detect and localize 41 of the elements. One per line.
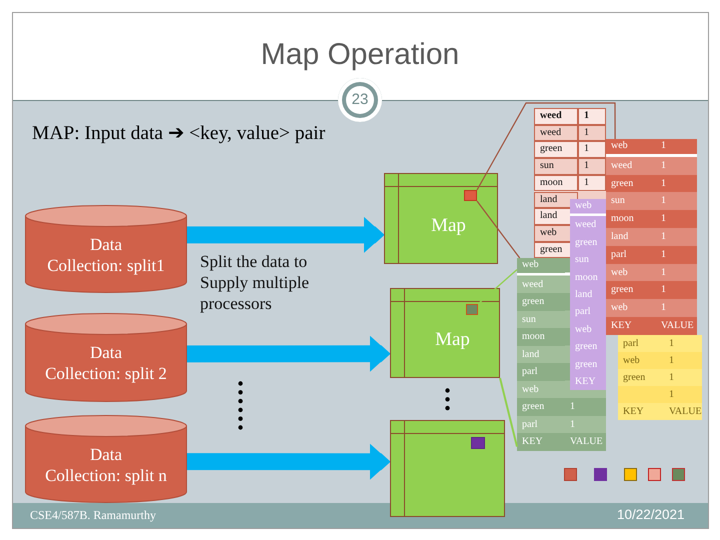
data-table	[618, 335, 702, 420]
table-cell: web	[606, 264, 656, 282]
block-arrow	[187, 216, 384, 253]
connector-line	[478, 269, 518, 304]
process-box	[384, 173, 498, 264]
table-cell: 1	[578, 124, 606, 142]
footer-text: CSE4/587B. Ramamurthy	[30, 508, 156, 523]
marker-icon	[466, 304, 478, 315]
table-cell: weed	[534, 124, 578, 142]
cylinder-label: Data Collection: split1	[47, 234, 165, 276]
connector-line	[499, 378, 518, 447]
table-cell: weed	[534, 108, 578, 125]
table-cell: 1	[578, 141, 606, 158]
block-arrow	[187, 336, 390, 372]
connector-line	[476, 102, 616, 190]
table-cell: 1	[656, 264, 697, 282]
box-label: Map	[431, 214, 466, 236]
description-text: Split the data to Supply multiple processors	[200, 251, 310, 314]
table-cell: 1	[578, 108, 606, 125]
block-arrow	[187, 444, 390, 480]
marker-icon	[464, 190, 477, 201]
process-box	[390, 420, 505, 517]
connector-line	[476, 200, 520, 258]
table-cell: 1	[578, 158, 606, 175]
table-cell: moon	[534, 174, 578, 192]
table-cell: green	[534, 141, 578, 158]
process-box	[390, 288, 500, 378]
data-table	[606, 139, 697, 335]
cylinder-label: Data Collection: split n	[45, 444, 167, 486]
table-cell: green	[606, 174, 656, 192]
box-label: Map	[435, 329, 470, 351]
table-cell: sun	[534, 158, 578, 175]
slide-number: 23	[338, 78, 382, 122]
slide-title: Map Operation	[260, 37, 460, 72]
table-cell: 1	[656, 174, 697, 192]
subtitle-text: MAP: Input data ➔ <key, value> pair	[32, 122, 326, 146]
data-table	[570, 199, 606, 390]
table-cell: 1	[578, 174, 606, 192]
date-text: 10/22/2021	[617, 507, 685, 523]
marker-icon	[471, 437, 485, 449]
cylinder-label: Data Collection: split 2	[45, 342, 167, 384]
